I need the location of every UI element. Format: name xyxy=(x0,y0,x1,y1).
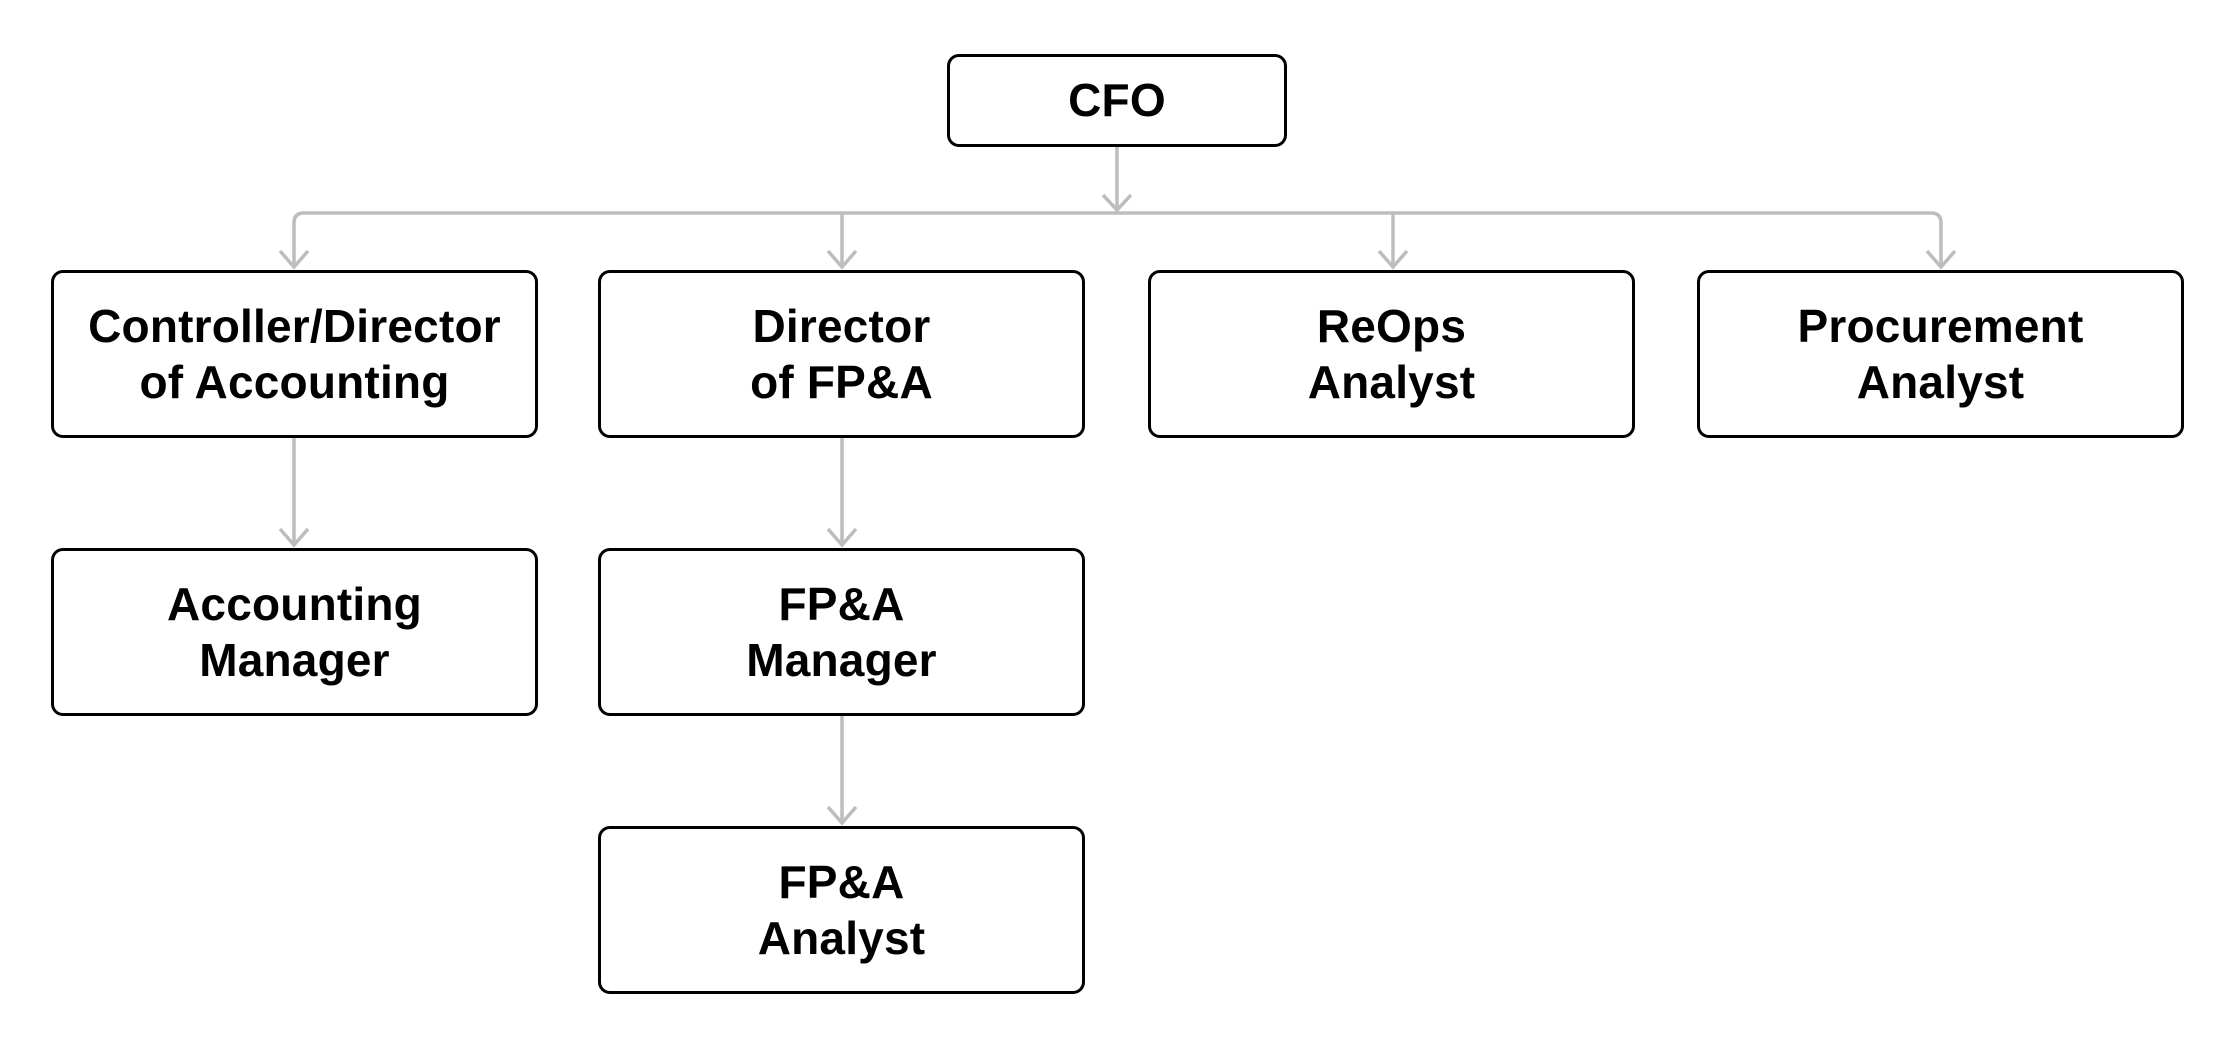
node-label-director-of-fpa: Director of FP&A xyxy=(750,299,933,408)
arrowhead-bus-to-reops xyxy=(1377,249,1409,270)
arrowhead-fpa-mgr-to-fpa-analyst xyxy=(826,805,858,826)
node-cfo: CFO xyxy=(947,54,1287,147)
node-accounting-manager: Accounting Manager xyxy=(51,548,538,716)
node-controller-director-of-accounting: Controller/Director of Accounting xyxy=(51,270,538,438)
node-label-accounting-manager: Accounting Manager xyxy=(167,577,422,686)
node-label-reops-analyst: ReOps Analyst xyxy=(1307,299,1476,408)
node-label-procurement-analyst: Procurement Analyst xyxy=(1797,299,2084,408)
node-fpa-manager: FP&A Manager xyxy=(598,548,1085,716)
arrowhead-director-to-fpa-mgr xyxy=(826,527,858,548)
node-label-cfo: CFO xyxy=(1068,74,1166,127)
arrowhead-bus-to-controller xyxy=(278,249,310,270)
node-director-of-fpa: Director of FP&A xyxy=(598,270,1085,438)
node-label-controller-director-of-accounting: Controller/Director of Accounting xyxy=(88,299,501,408)
node-procurement-analyst: Procurement Analyst xyxy=(1697,270,2184,438)
arrowhead-bus-to-procurement xyxy=(1925,249,1957,270)
arrowhead-cfo-to-bus xyxy=(1101,193,1133,213)
node-reops-analyst: ReOps Analyst xyxy=(1148,270,1635,438)
node-label-fpa-analyst: FP&A Analyst xyxy=(757,855,926,964)
node-label-fpa-manager: FP&A Manager xyxy=(746,577,937,686)
edge-bus xyxy=(292,211,1943,264)
arrowhead-controller-to-acct-mgr xyxy=(278,527,310,548)
arrowhead-bus-to-director xyxy=(826,249,858,270)
node-fpa-analyst: FP&A Analyst xyxy=(598,826,1085,994)
